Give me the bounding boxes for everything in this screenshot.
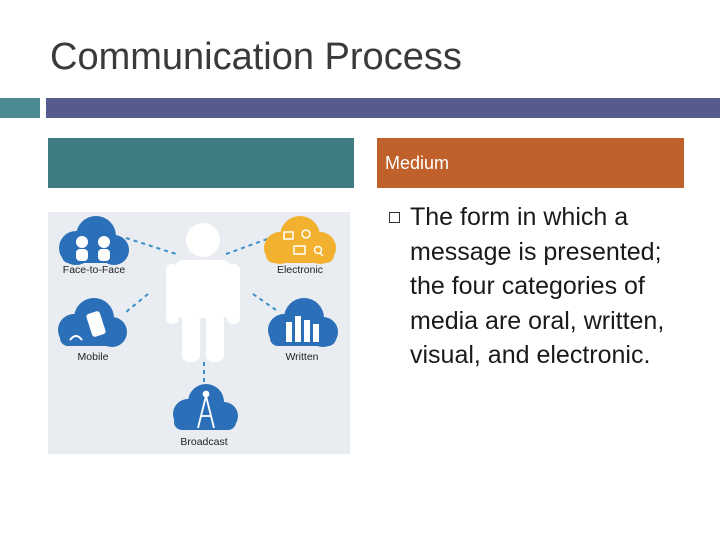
connector-lines: [125, 237, 277, 388]
face-to-face-cloud-icon: [59, 216, 129, 265]
medium-definition-text: The form in which a message is presented…: [410, 203, 665, 369]
person-icon: [166, 223, 240, 362]
right-column-header: Medium: [377, 138, 684, 188]
left-column-header: [48, 138, 354, 188]
media-types-figure: Face-to-Face Electronic Mobile Written B…: [48, 212, 350, 454]
medium-header-label: Medium: [385, 153, 450, 173]
broadcast-cloud-icon: [173, 384, 238, 430]
written-cloud-icon: [268, 298, 338, 347]
bullet-list: The form in which a message is presented…: [385, 200, 685, 373]
title-rule-bar: [46, 98, 720, 118]
broadcast-label: Broadcast: [180, 436, 227, 448]
title-rule-accent: [0, 98, 40, 118]
mobile-cloud-icon: [58, 298, 127, 347]
electronic-cloud-icon: [264, 216, 336, 264]
slide-title: Communication Process: [50, 36, 462, 78]
square-bullet-icon: [389, 212, 400, 223]
electronic-label: Electronic: [277, 264, 323, 276]
bullet-item: The form in which a message is presented…: [385, 200, 685, 373]
mobile-label: Mobile: [78, 351, 109, 363]
face-to-face-label: Face-to-Face: [63, 264, 126, 276]
written-label: Written: [285, 351, 318, 363]
